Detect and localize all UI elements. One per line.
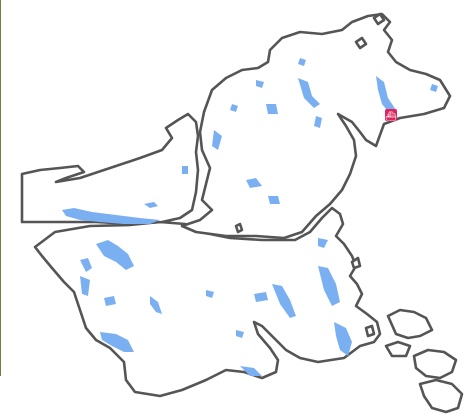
- boat-marker[interactable]: ⛴: [385, 109, 397, 122]
- island-east-1: [386, 308, 434, 340]
- marker-background[interactable]: [385, 109, 397, 121]
- lake-north-7: [314, 116, 322, 128]
- lake-north-11: [230, 104, 238, 112]
- island-east-4: [384, 340, 412, 358]
- lake-south-13: [206, 290, 214, 298]
- map-left-edge-line: [0, 0, 1, 376]
- island-east-2: [412, 348, 458, 380]
- island-small-3: [234, 222, 244, 234]
- lake-north-2: [376, 76, 396, 114]
- lake-north-6: [268, 196, 280, 204]
- marker-layer[interactable]: ⛴: [385, 109, 397, 122]
- lake-south-10: [334, 322, 352, 356]
- lake-south-6: [150, 296, 162, 314]
- lake-south-4: [104, 296, 116, 306]
- island-small-2: [364, 324, 376, 338]
- lake-south-12: [236, 330, 244, 338]
- lake-north-1: [298, 78, 320, 108]
- lake-north-8: [256, 80, 264, 88]
- lake-west-long: [62, 208, 160, 224]
- lake-north-5: [246, 178, 262, 188]
- land-region-west-peninsula: [20, 112, 200, 226]
- lake-south-cluster-1: [96, 240, 134, 270]
- lake-south-cluster-2: [80, 258, 92, 272]
- lake-north-10: [430, 84, 438, 92]
- lake-south-11: [240, 366, 262, 376]
- lake-south-14: [318, 238, 328, 248]
- land-region-south: [33, 206, 382, 398]
- lake-south-5: [100, 332, 134, 352]
- boat-icon: ⛴: [385, 111, 397, 122]
- island-small-4: [372, 12, 386, 26]
- lake-west-small: [144, 202, 158, 208]
- island-east-3: [418, 378, 464, 414]
- lake-south-7: [254, 292, 268, 302]
- lake-north-3: [266, 104, 278, 114]
- lake-north-4: [212, 130, 222, 150]
- lake-north-12: [298, 58, 306, 66]
- lake-north-9: [182, 166, 188, 174]
- lakes-layer: [62, 58, 438, 376]
- lake-south-9: [318, 266, 340, 306]
- lake-south-3: [80, 276, 90, 296]
- island-small-5: [354, 36, 368, 50]
- island-small-1: [350, 256, 362, 270]
- lake-south-8: [272, 284, 296, 318]
